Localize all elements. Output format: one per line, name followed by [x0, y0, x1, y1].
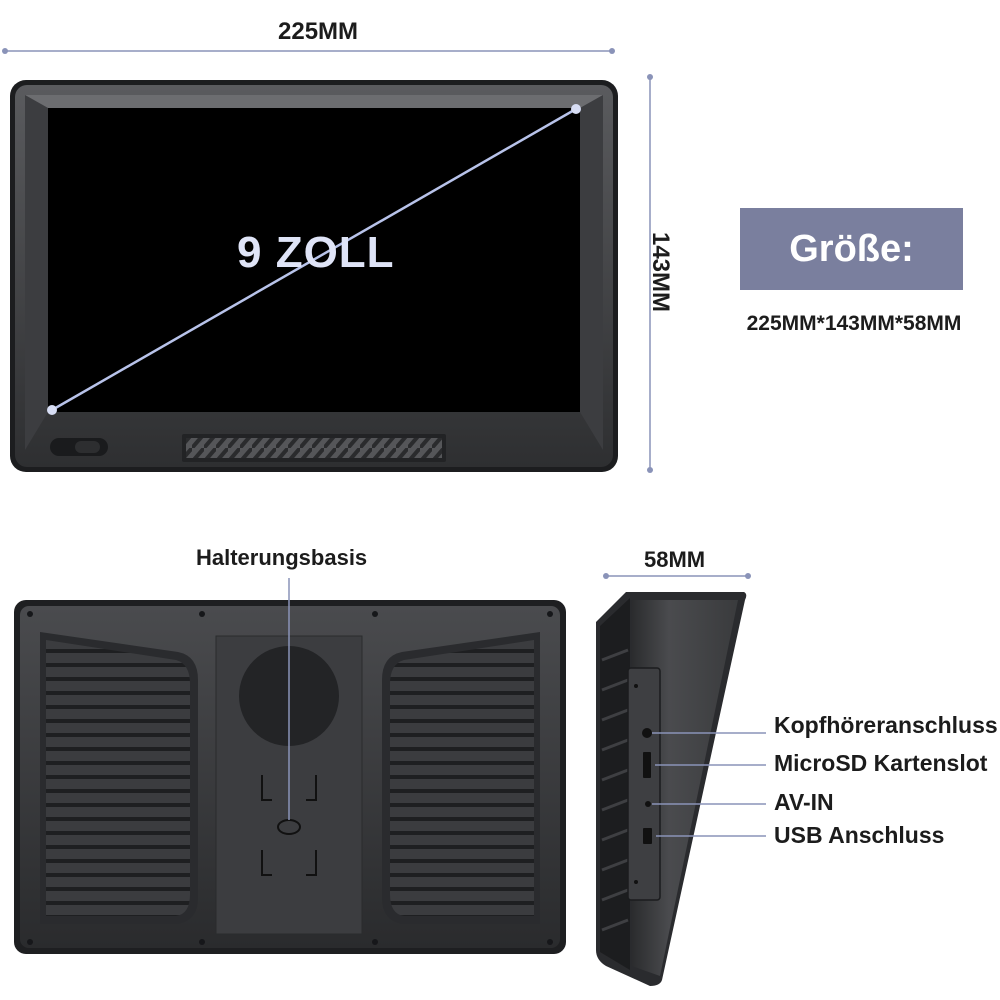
mount-label: Halterungsbasis [196, 545, 368, 570]
usb-port-icon [643, 828, 652, 844]
port-panel [627, 667, 661, 901]
port-label-headphone: Kopfhöreranschluss [774, 712, 998, 738]
height-label: 143MM [647, 231, 675, 313]
headphone-jack-icon [642, 728, 652, 738]
side-fins [600, 598, 630, 970]
screen-size-label: 9 ZOLL [237, 228, 395, 277]
microsd-slot-icon [643, 752, 651, 778]
monitor-back-view [14, 578, 566, 954]
monitor-side-view [596, 592, 766, 986]
depth-dimension-line [603, 573, 751, 579]
diagonal-line [51, 107, 577, 412]
height-dimension-line [647, 74, 653, 473]
av-in-port-icon [645, 801, 651, 807]
size-title: Größe: [740, 208, 963, 290]
width-label: 225MM [278, 18, 359, 45]
width-dimension-line [2, 48, 615, 54]
monitor-front-view [10, 80, 618, 472]
left-cooling-fins [46, 640, 190, 916]
size-dimensions: 225MM*143MM*58MM [746, 312, 962, 335]
port-label-av-in: AV-IN [774, 789, 834, 815]
port-label-microsd: MicroSD Kartenslot [774, 750, 988, 776]
right-cooling-fins [390, 640, 534, 916]
depth-label: 58MM [644, 547, 706, 572]
port-label-usb: USB Anschluss [774, 822, 945, 848]
